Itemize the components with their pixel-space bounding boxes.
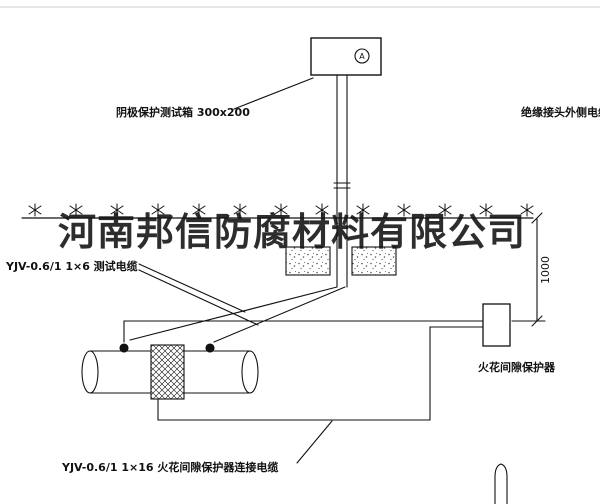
leader-test-cable-1 (138, 263, 246, 313)
meter-letter: A (359, 52, 365, 61)
cable-terminal-left (119, 343, 129, 353)
insulating-flange (150, 344, 185, 400)
meter-circle-icon (354, 48, 370, 64)
cable-pipe-to-protector (123, 320, 484, 343)
label-insulation-cable: 绝缘接头外侧电缆 (521, 105, 600, 119)
test-box (310, 37, 382, 76)
watermark-text: 河南邦信防腐材料有限公司 (58, 210, 526, 254)
cable-terminal-right (205, 343, 215, 353)
dimension-1000-text: 1000 (539, 256, 552, 284)
leader-connection-cable (296, 420, 333, 464)
test-cable-2 (213, 286, 346, 343)
label-connection-cable: YJV-0.6/1 1×16 火花间隙保护器连接电缆 (61, 460, 278, 474)
pipe-riser-symbol (494, 463, 508, 504)
label-test-cable: YJV-0.6/1 1×6 测试电缆 (5, 259, 138, 273)
label-spark-gap-protector: 火花间隙保护器 (478, 360, 556, 374)
leader-test-cable-2 (138, 269, 259, 326)
cable-loop-to-protector (157, 326, 484, 421)
label-test-box: 阴极保护测试箱 300x200 (116, 105, 250, 119)
concrete-block-left (285, 246, 331, 276)
concrete-block-right (351, 246, 397, 276)
leader-test-box-label (233, 77, 314, 110)
spark-gap-protector-box (482, 303, 511, 347)
dimension-burial-depth (511, 212, 546, 327)
